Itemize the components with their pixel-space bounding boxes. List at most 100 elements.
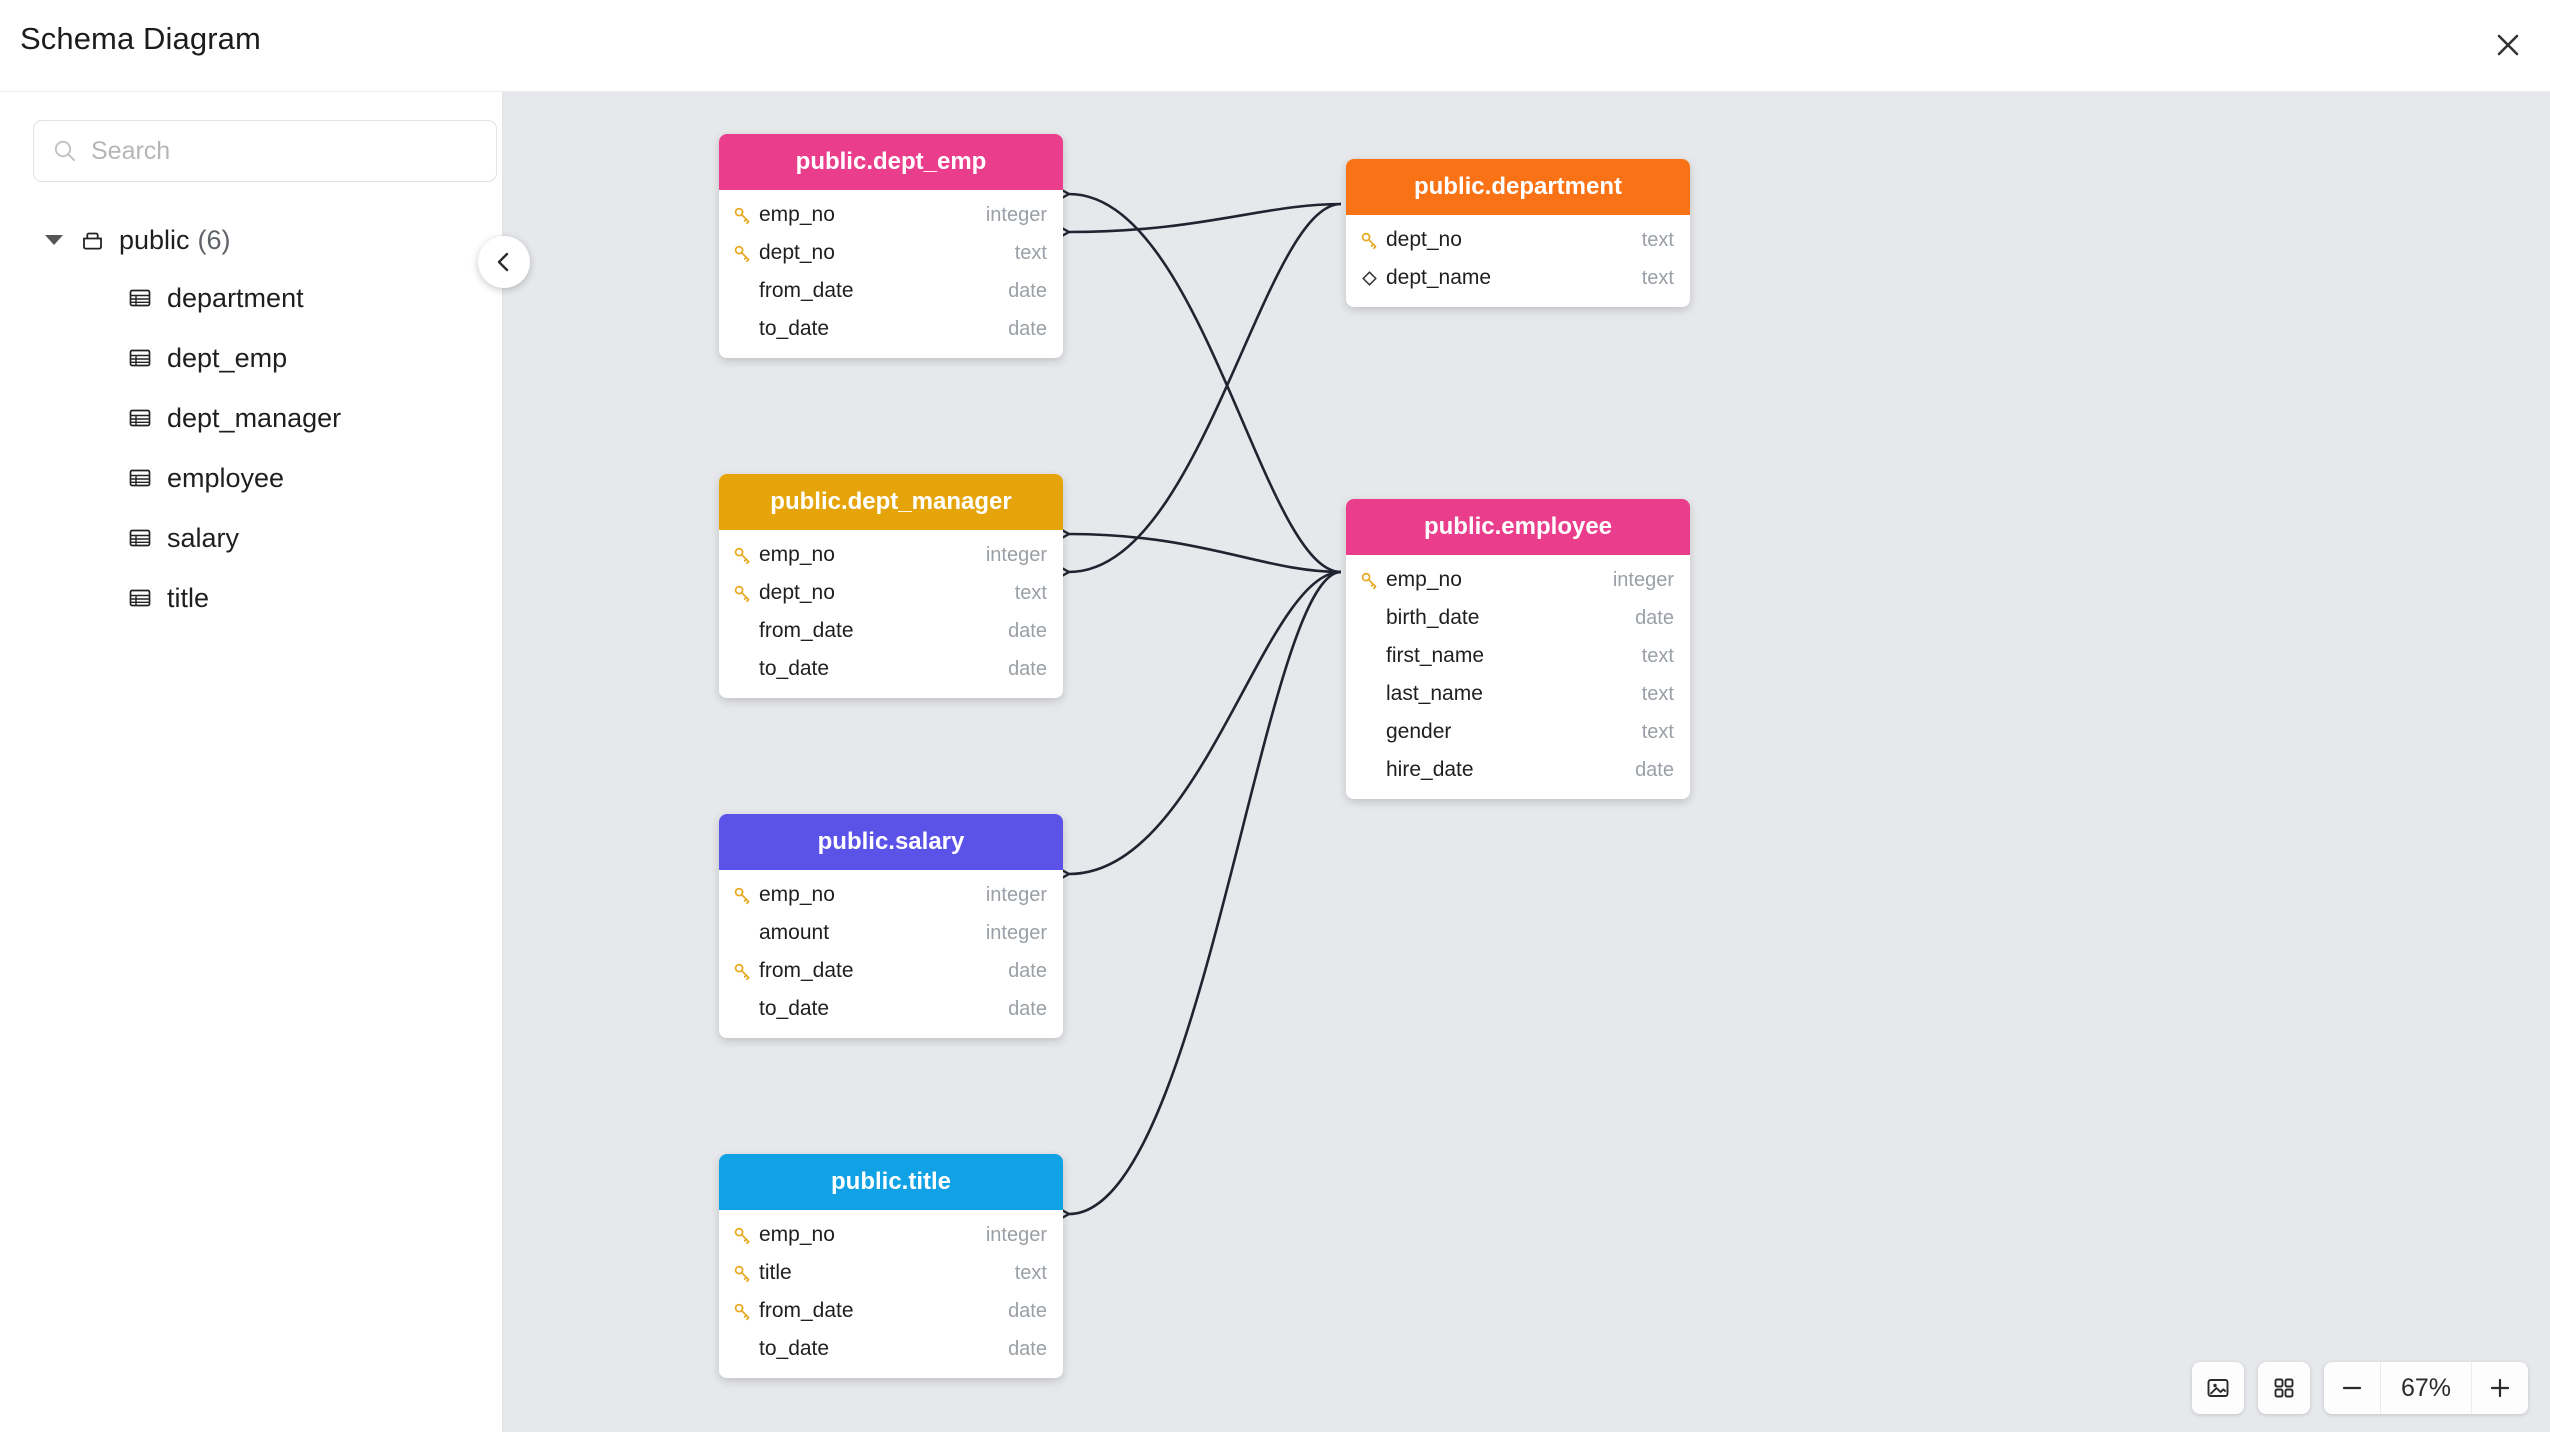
column-type: text (1641, 644, 1674, 667)
column-type: text (1014, 581, 1047, 604)
zoom-in-button[interactable] (2472, 1362, 2528, 1414)
column-name: to_date (759, 657, 830, 680)
column-name: to_date (759, 317, 830, 340)
table-icon (127, 285, 153, 311)
search-icon (52, 138, 78, 164)
column-row[interactable]: to_date date (719, 650, 1063, 688)
key-icon (733, 886, 759, 905)
page-title: Schema Diagram (20, 21, 261, 56)
key-icon (733, 962, 759, 981)
column-name: amount (759, 921, 830, 944)
column-type: integer (985, 1223, 1047, 1246)
auto-layout-button[interactable] (2258, 1362, 2310, 1414)
column-row[interactable]: dept_name text (1346, 259, 1690, 297)
column-type: date (1008, 657, 1047, 680)
tree-schema-public[interactable]: public (6) (0, 212, 503, 268)
key-icon (733, 1302, 759, 1321)
table-node-header[interactable]: public.dept_emp (719, 134, 1063, 190)
sidebar-item-department[interactable]: department (0, 268, 503, 328)
sidebar-item-label: department (167, 282, 304, 313)
search-input[interactable] (91, 136, 471, 166)
column-name: hire_date (1386, 758, 1474, 781)
sidebar-item-dept_emp[interactable]: dept_emp (0, 328, 503, 388)
sidebar-item-title[interactable]: title (0, 568, 503, 628)
table-icon (127, 345, 153, 371)
column-type: text (1641, 228, 1674, 251)
key-icon (1360, 231, 1386, 250)
table-node-header[interactable]: public.dept_manager (719, 474, 1063, 530)
chevron-down-icon[interactable] (45, 235, 63, 245)
export-image-button[interactable] (2192, 1362, 2244, 1414)
chevron-left-icon (497, 252, 509, 272)
sidebar-item-label: title (167, 582, 210, 613)
column-name: birth_date (1386, 606, 1480, 629)
column-row[interactable]: amount integer (719, 914, 1063, 952)
key-icon (733, 584, 759, 603)
table-node-header[interactable]: public.salary (719, 814, 1063, 870)
sidebar-item-salary[interactable]: salary (0, 508, 503, 568)
column-type: text (1641, 266, 1674, 289)
column-type: integer (985, 921, 1047, 944)
key-icon (733, 206, 759, 225)
column-name: dept_name (1386, 266, 1492, 289)
column-type: text (1014, 241, 1047, 264)
edge-dept_emp-department (1068, 202, 1342, 234)
column-name: from_date (759, 279, 854, 302)
sidebar-item-employee[interactable]: employee (0, 448, 503, 508)
table-node-title: public.employee (1423, 513, 1613, 540)
canvas-toolbar: 67% (2192, 1362, 2528, 1414)
column-name: emp_no (1386, 568, 1462, 591)
sidebar-item-dept_manager[interactable]: dept_manager (0, 388, 503, 448)
close-button[interactable] (2484, 21, 2532, 69)
table-icon (127, 525, 153, 551)
table-node-header[interactable]: public.title (719, 1154, 1063, 1210)
edge-title-employee (1068, 570, 1342, 1216)
table-node-title: public.dept_manager (770, 488, 1012, 515)
column-name: gender (1386, 720, 1452, 743)
table-node-header[interactable]: public.employee (1346, 499, 1690, 555)
column-name: dept_no (759, 581, 835, 604)
search-box[interactable] (33, 120, 497, 182)
zoom-level-label[interactable]: 67% (2380, 1362, 2472, 1414)
image-icon (2207, 1379, 2229, 1397)
key-icon (1360, 571, 1386, 590)
column-type: date (1008, 1299, 1047, 1322)
column-row[interactable]: dept_no text (719, 574, 1063, 612)
zoom-out-button[interactable] (2324, 1362, 2380, 1414)
column-name: from_date (759, 619, 854, 642)
table-node-header[interactable]: public.department (1346, 159, 1690, 215)
column-row[interactable]: birth_date date (1346, 599, 1690, 637)
column-type: date (1635, 606, 1674, 629)
column-type: date (1008, 997, 1047, 1020)
sidebar-collapse-button[interactable] (478, 236, 530, 288)
